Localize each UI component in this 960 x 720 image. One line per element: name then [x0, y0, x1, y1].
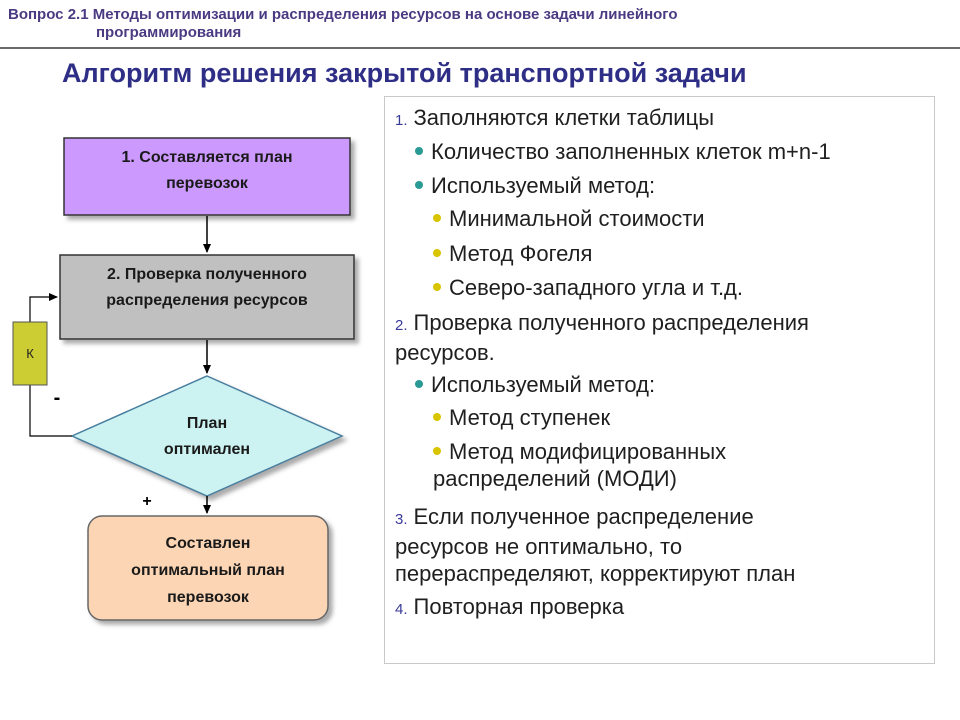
step-1-bullet-1-text: Количество заполненных клеток m+n-1	[431, 139, 831, 164]
step-2-line-2: ресурсов.	[395, 340, 495, 365]
box-check-line-1: 2. Проверка полученного	[107, 266, 307, 283]
step-2-method-2-line-1: Метод модифицированных	[449, 439, 727, 464]
decision-line-2: оптимален	[163, 441, 251, 458]
step-2-line-1: Проверка полученного распределения	[413, 310, 809, 335]
step-3-line-1: Если полученное распределение	[413, 504, 754, 529]
correction-box-label: К	[26, 346, 34, 361]
yellow-bullet-icon	[433, 413, 441, 422]
decision-line-1: План	[186, 415, 228, 432]
step-1-bullet-1: Количество заполненных клеток m+n-1	[415, 138, 831, 165]
header-divider	[0, 47, 960, 49]
slide-header: Вопрос 2.1 Методы оптимизации и распреде…	[8, 6, 948, 42]
step-4-text: Повторная проверка	[413, 594, 625, 619]
slide-title: Алгоритм решения закрытой транспортной з…	[62, 58, 747, 88]
box-plan-text: 1. Составляется план перевозок	[64, 145, 350, 197]
step-2-method-1-text: Метод ступенек	[449, 405, 611, 430]
step-1: 1. Заполняются клетки таблицы	[395, 104, 714, 134]
box-check-text: 2. Проверка полученного распределения ре…	[60, 262, 354, 314]
box-plan-line-1: 1. Составляется план	[121, 149, 293, 166]
step-3-line-2: ресурсов не оптимально, то	[395, 534, 683, 559]
header-line-1: Вопрос 2.1 Методы оптимизации и распреде…	[8, 6, 678, 23]
box-result-line-2: оптимальный план	[131, 562, 285, 579]
box-plan-line-2: перевозок	[166, 175, 248, 192]
plus-label: +	[142, 493, 151, 510]
step-1-bullet-2: Используемый метод:	[415, 172, 655, 199]
teal-bullet-icon	[415, 147, 423, 156]
step-1-text: Заполняются клетки таблицы	[413, 105, 715, 130]
step-2-bullet-1-text: Используемый метод:	[431, 372, 656, 397]
step-1-method-2: Метод Фогеля	[433, 240, 592, 267]
yellow-bullet-icon	[433, 249, 441, 258]
step-1-method-1-text: Минимальной стоимости	[449, 206, 705, 231]
flowchart: К - + 1. Составляется план перевозок 2. …	[0, 0, 380, 720]
box-check-line-2: распределения ресурсов	[106, 292, 308, 309]
box-result-text: Составлен оптимальный план перевозок	[88, 530, 328, 611]
step-1-method-3: Северо-западного угла и т.д.	[433, 274, 743, 301]
step-3: 3. Если полученное распределение ресурсов …	[395, 503, 795, 587]
steps-panel: 1. Заполняются клетки таблицы Количество …	[384, 96, 935, 664]
correction-box	[12, 321, 48, 386]
teal-bullet-icon	[415, 380, 423, 389]
step-2-number: 2.	[395, 317, 408, 334]
box-result-line-1: Составлен	[165, 535, 251, 552]
flow-box-result	[87, 515, 329, 621]
step-3-number: 3.	[395, 511, 408, 528]
step-4-number: 4.	[395, 601, 408, 618]
minus-label: -	[54, 387, 61, 409]
teal-bullet-icon	[415, 181, 423, 190]
step-2: 2. Проверка полученного распределения ресу…	[395, 309, 809, 366]
flow-box-check	[59, 254, 355, 340]
step-1-number: 1.	[395, 112, 408, 129]
box-result-line-3: перевозок	[167, 589, 249, 606]
step-1-bullet-2-text: Используемый метод:	[431, 173, 656, 198]
feedback-loop-line-top	[29, 293, 58, 322]
step-4: 4. Повторная проверка	[395, 593, 624, 623]
step-1-method-2-text: Метод Фогеля	[449, 241, 593, 266]
header-line-2: программирования	[96, 24, 242, 41]
step-2-bullet-1: Используемый метод:	[415, 371, 655, 398]
step-2-method-2-line-2: распределений (МОДИ)	[433, 466, 677, 491]
feedback-loop-line	[29, 385, 72, 437]
decision-text: План оптимален	[120, 411, 294, 463]
yellow-bullet-icon	[433, 447, 441, 456]
yellow-bullet-icon	[433, 214, 441, 223]
step-1-method-3-text: Северо-западного угла и т.д.	[449, 275, 744, 300]
step-2-method-1: Метод ступенек	[433, 404, 610, 431]
flow-box-plan	[63, 137, 351, 216]
yellow-bullet-icon	[433, 283, 441, 292]
step-1-method-1: Минимальной стоимости	[433, 205, 705, 232]
step-3-line-3: перераспределяют, корректируют план	[395, 561, 796, 586]
flowchart-graphics: К - +	[12, 137, 355, 621]
